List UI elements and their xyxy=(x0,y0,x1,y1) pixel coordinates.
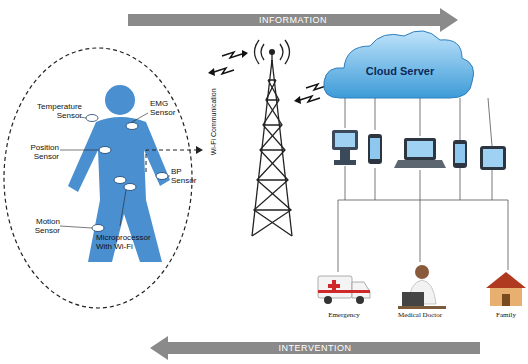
node-text: INTERVENTION xyxy=(279,343,352,353)
network-lines xyxy=(338,98,508,272)
body-boundary xyxy=(4,48,192,308)
sensor-label: BP Sensor xyxy=(171,168,199,186)
sensor-dots xyxy=(86,115,168,232)
sensor-label: Temperature Sensor xyxy=(14,103,82,121)
recipient-label: Emergency xyxy=(328,312,360,320)
cloud-label: Cloud Server xyxy=(340,56,460,86)
recipient-label: Medical Doctor xyxy=(398,312,442,320)
ambulance-icon xyxy=(318,276,370,304)
recipient-label: Family xyxy=(496,312,516,320)
devices xyxy=(332,130,506,170)
flow-band: INFORMATION xyxy=(128,8,458,32)
sensor-label: Motion Sensor xyxy=(16,218,60,236)
sensor-label: Position Sensor xyxy=(14,144,59,162)
radio-tower xyxy=(252,40,292,236)
cloud-shape xyxy=(324,31,474,98)
flow-band: INTERVENTION xyxy=(150,336,480,360)
link-label: Wi-Fi Communication xyxy=(209,88,217,155)
house-icon xyxy=(486,272,526,306)
sensor-label: EMG Sensor xyxy=(150,100,190,118)
doctor-icon xyxy=(398,265,446,309)
node-text: Cloud Server xyxy=(366,65,434,77)
sensor-label: Microprocessor With Wi-Fi xyxy=(96,234,166,252)
node-text: INFORMATION xyxy=(259,15,327,25)
